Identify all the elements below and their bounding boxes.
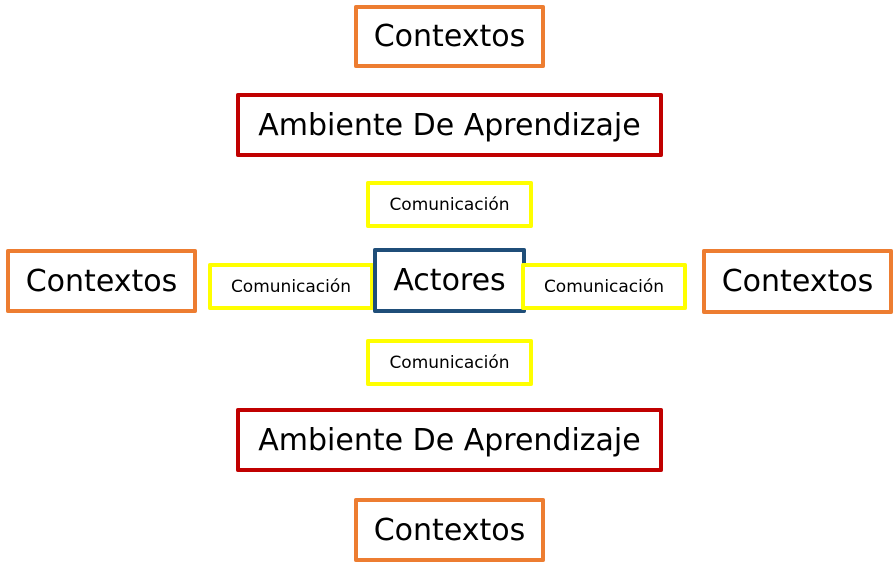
communication-label: Comunicación (543, 276, 665, 297)
contexts-label: Contextos (373, 19, 526, 54)
environment-label: Ambiente De Aprendizaje (258, 422, 641, 458)
contexts-label: Contextos (721, 264, 874, 299)
communication-label: Comunicación (230, 276, 352, 297)
communication-label: Comunicación (389, 194, 510, 215)
contexts-label: Contextos (25, 263, 178, 299)
contexts-label: Contextos (373, 512, 526, 548)
communication-box-right: Comunicación (521, 263, 687, 310)
contexts-box-top: Contextos (354, 5, 545, 68)
communication-label: Comunicación (389, 352, 510, 373)
actors-label: Actores (393, 263, 506, 298)
contexts-box-left: Contextos (6, 249, 197, 313)
learning-environment-box-top: Ambiente De Aprendizaje (236, 93, 663, 157)
environment-label: Ambiente De Aprendizaje (258, 107, 641, 143)
learning-environment-box-bottom: Ambiente De Aprendizaje (236, 408, 663, 472)
contexts-box-right: Contextos (702, 249, 893, 314)
communication-box-left: Comunicación (208, 263, 374, 310)
communication-box-top: Comunicación (366, 181, 533, 228)
contexts-box-bottom: Contextos (354, 498, 545, 562)
communication-box-bottom: Comunicación (366, 339, 533, 386)
actors-box: Actores (373, 248, 526, 313)
